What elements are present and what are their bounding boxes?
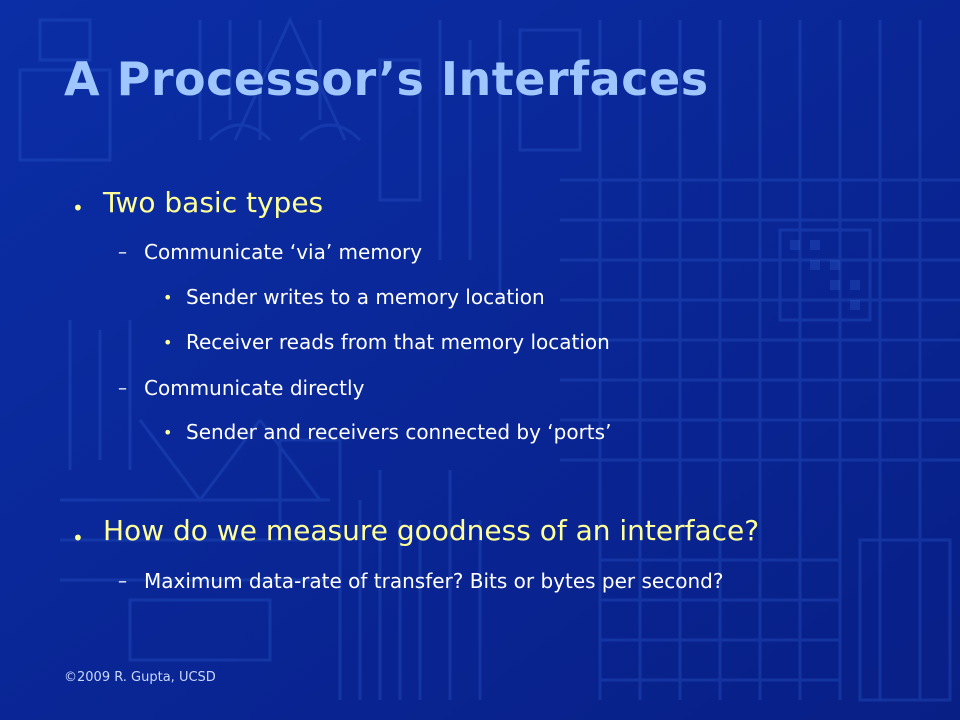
outline-item-ports: Sender and receivers connected by ‘ports… [186,420,612,444]
outline-item-communicate-directly: Communicate directly [144,376,365,400]
outline-item-receiver-reads: Receiver reads from that memory location [186,330,610,354]
slide-title: A Processor’s Interfaces [64,52,709,106]
level1-bullet: • [72,526,84,550]
outline-item-communicate-via-memory: Communicate ‘via’ memory [144,240,423,264]
level3-bullet: • [163,288,173,307]
outline-item-two-basic-types: Two basic types [103,186,324,219]
level3-bullet: • [163,423,173,442]
level2-dash: – [118,242,127,263]
outline-item-sender-writes: Sender writes to a memory location [186,285,545,309]
level3-bullet: • [163,333,173,352]
level2-dash: – [118,378,127,399]
outline-item-max-data-rate: Maximum data-rate of transfer? Bits or b… [144,569,724,593]
outline-item-measure-goodness: How do we measure goodness of an interfa… [103,514,760,547]
level2-dash: – [118,571,127,592]
footer-copyright: ©2009 R. Gupta, UCSD [64,670,216,685]
level1-bullet: • [72,196,84,220]
